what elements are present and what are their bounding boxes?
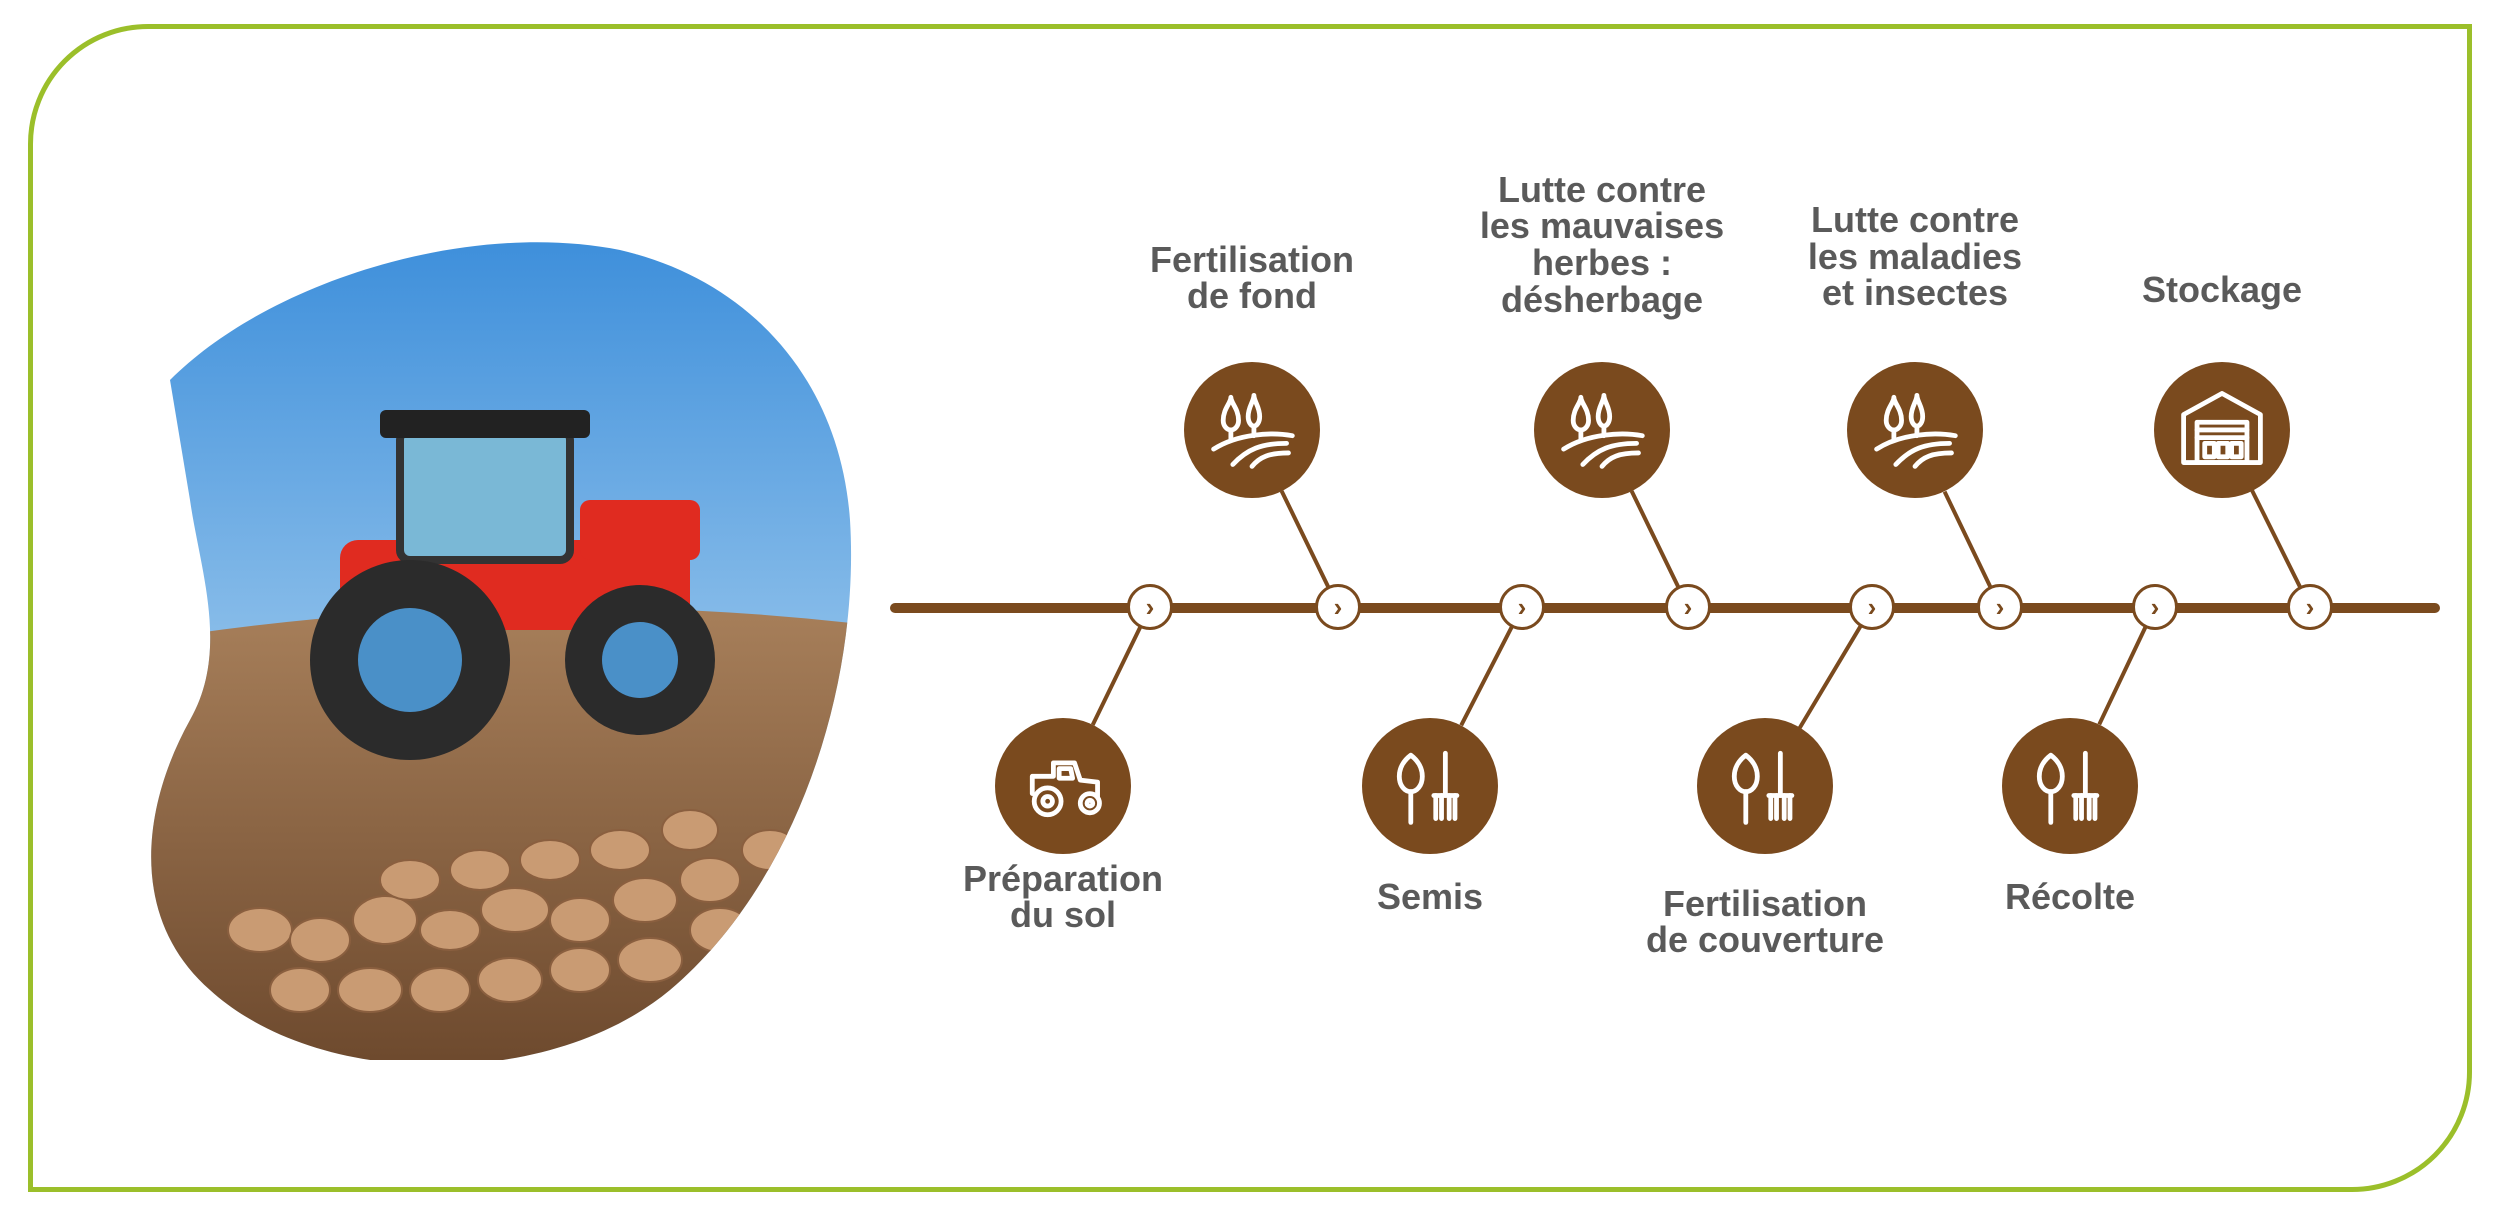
step-icon-circle	[1362, 718, 1498, 854]
chevron-right-icon: ›	[1995, 592, 2005, 622]
garden-tools-icon	[1717, 736, 1813, 837]
step-label: Semis	[1376, 875, 1484, 917]
field-plant-icon	[1867, 380, 1963, 481]
field-plant-icon	[1204, 380, 1300, 481]
tractor-icon	[1015, 736, 1111, 837]
barn-icon	[2174, 380, 2270, 481]
chevron-right-icon: ›	[1333, 592, 1343, 622]
garden-tools-icon	[1382, 736, 1478, 837]
timeline-node: ›	[2287, 584, 2333, 630]
timeline-node: ›	[1127, 584, 1173, 630]
step-icon-circle	[1534, 362, 1670, 498]
step-icon-circle	[2154, 362, 2290, 498]
chevron-right-icon: ›	[2150, 592, 2160, 622]
step-icon-circle	[2002, 718, 2138, 854]
step-label: Fertilisation de fond	[1149, 238, 1355, 317]
timeline-node: ›	[1499, 584, 1545, 630]
tractor-lentil-illustration	[151, 242, 852, 1060]
step-label: Préparation du sol	[962, 857, 1164, 936]
step-label: Fertilisation de couverture	[1645, 882, 1885, 961]
step-icon-circle	[995, 718, 1131, 854]
rounded-frame	[28, 24, 2472, 1192]
field-plant-icon	[1554, 380, 1650, 481]
timeline-node: ›	[2132, 584, 2178, 630]
step-label: Stockage	[2141, 268, 2303, 310]
step-label: Lutte contre les maladies et insectes	[1807, 199, 2023, 314]
step-icon-circle	[1697, 718, 1833, 854]
timeline-node: ›	[1315, 584, 1361, 630]
chevron-right-icon: ›	[2305, 592, 2315, 622]
timeline-node: ›	[1977, 584, 2023, 630]
chevron-right-icon: ›	[1867, 592, 1877, 622]
garden-tools-icon	[2022, 736, 2118, 837]
step-label: Récolte	[2004, 875, 2136, 917]
step-icon-circle	[1847, 362, 1983, 498]
step-icon-circle	[1184, 362, 1320, 498]
timeline-node: ›	[1665, 584, 1711, 630]
chevron-right-icon: ›	[1145, 592, 1155, 622]
timeline-node: ›	[1849, 584, 1895, 630]
step-label: Lutte contre les mauvaises herbes : désh…	[1479, 168, 1725, 320]
chevron-right-icon: ›	[1517, 592, 1527, 622]
chevron-right-icon: ›	[1683, 592, 1693, 622]
